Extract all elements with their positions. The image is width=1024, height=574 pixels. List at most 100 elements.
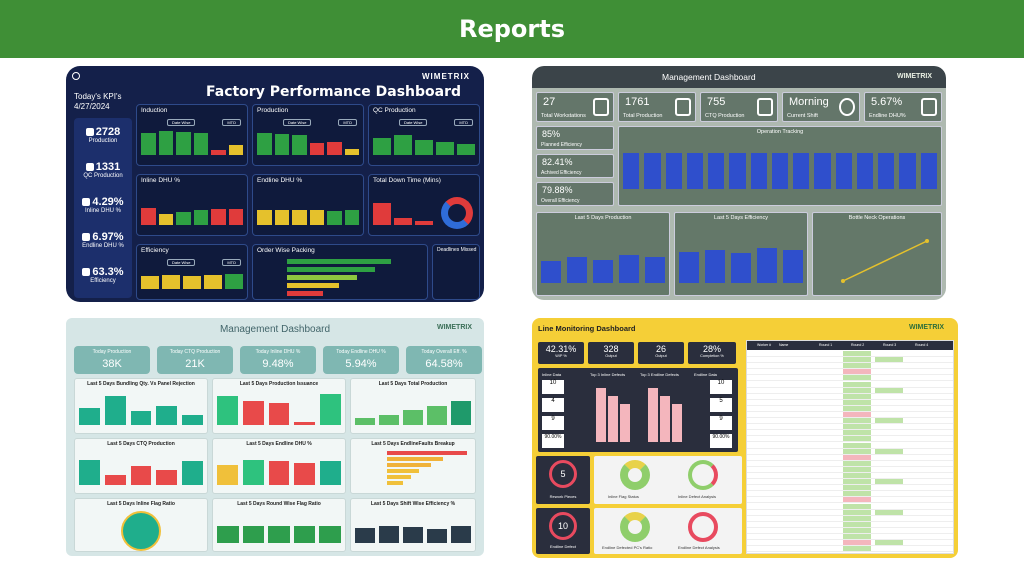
table-row <box>747 430 953 437</box>
mtd-button[interactable]: MTD <box>454 119 473 126</box>
production-card: Production Date Wise MTD <box>252 104 364 166</box>
order-wise-packing-card: Order Wise Packing <box>252 244 428 300</box>
table-row <box>747 381 953 388</box>
status-cell <box>843 503 871 509</box>
status-cell <box>843 363 871 369</box>
sewing-icon <box>82 233 91 242</box>
planned-efficiency: 85%Planned Efficiency <box>536 126 614 150</box>
status-cell <box>843 527 871 533</box>
status-cell <box>843 405 871 411</box>
status-cell <box>843 515 871 521</box>
wimetrix-logo: WIMETRIX <box>437 324 472 331</box>
table-row <box>747 521 953 528</box>
total-down-time-card: Total Down Time (Mins) <box>368 174 480 236</box>
efficiency-card: Efficiency Date Wise MTD <box>136 244 248 300</box>
kpi-today-overall-eff: Today Overall Eff. %64.58% <box>406 346 482 374</box>
kpi-today-endline-dhu: Today Endline DHU %5.94% <box>323 346 399 374</box>
table-row <box>747 405 953 412</box>
table-row <box>747 442 953 449</box>
achived-efficiency: 82.41%Achived Efficiency <box>536 154 614 178</box>
status-cell <box>875 448 903 454</box>
status-cell <box>875 509 903 515</box>
induction-card: Induction Date Wise MTD <box>136 104 248 166</box>
status-cell <box>843 351 871 356</box>
status-cell <box>843 424 871 430</box>
reports-banner: Reports <box>0 0 1024 58</box>
table-row <box>747 509 953 516</box>
downtime-donut <box>441 197 473 229</box>
gear-icon <box>85 163 94 172</box>
management-dashboard-light[interactable]: Management Dashboard WIMETRIX Today Prod… <box>66 318 484 556</box>
status-cell <box>843 485 871 491</box>
worker-rounds-table: Worker # Name Round 1 Round 2 Round 3 Ro… <box>746 340 954 554</box>
endline-defected-ratio-donut <box>620 512 650 542</box>
table-row <box>747 515 953 522</box>
line-monitoring-dashboard[interactable]: Line Monitoring Dashboard WIMETRIX 42.31… <box>532 318 958 558</box>
table-row <box>747 399 953 406</box>
status-cell <box>875 418 903 424</box>
mtd-button[interactable]: MTD <box>338 119 357 126</box>
table-row <box>747 491 953 498</box>
endline-dhu-card: Endline DHU % <box>252 174 364 236</box>
status-cell <box>875 479 903 485</box>
kpi-inline-dhu: 4.29% Inline DHU % <box>74 196 132 214</box>
date-wise-button[interactable]: Date Wise <box>167 119 196 126</box>
table-row <box>747 412 953 418</box>
status-cell <box>843 491 871 497</box>
kpi-qc-production: 1331 QC Production <box>83 161 123 179</box>
dashboard-title: Management Dashboard <box>219 324 331 335</box>
page-title: Reports <box>458 15 566 43</box>
table-row <box>747 460 953 467</box>
table-row <box>747 540 953 547</box>
back-icon[interactable] <box>72 72 80 80</box>
flag-ratio-pie <box>121 511 161 551</box>
status-cell <box>843 479 871 485</box>
inline-dhu-card: Inline DHU % <box>136 174 248 236</box>
status-cell <box>843 387 871 393</box>
table-row <box>747 466 953 473</box>
kpi-production: 2728 Production <box>74 126 132 144</box>
table-header: Worker # Name Round 1 Round 2 Round 3 Ro… <box>747 341 953 350</box>
table-row <box>747 454 953 461</box>
factory-performance-dashboard[interactable]: Factory Performance Dashboard WIMETRIX T… <box>66 66 484 302</box>
last-5-days-efficiency-chart: Last 5 Days Efficiency <box>674 212 808 296</box>
wimetrix-logo: WIMETRIX <box>422 72 470 81</box>
factory-icon <box>85 128 94 137</box>
status-cell <box>843 454 871 460</box>
status-cell <box>843 369 871 375</box>
ctq-production-chart: Last 5 Days CTQ Production <box>74 438 208 494</box>
date-wise-button[interactable]: Date Wise <box>283 119 312 126</box>
bottle-neck-operations-chart: Bottle Neck Operations <box>812 212 942 296</box>
table-row <box>747 497 953 504</box>
jacket-icon <box>757 98 773 116</box>
mtd-button[interactable]: MTD <box>222 259 241 266</box>
kpi-endline-dhu: 5.67%Endline DHU% <box>864 92 942 122</box>
status-cell <box>843 442 871 448</box>
status-cell <box>843 540 871 546</box>
table-row <box>747 534 953 540</box>
endline-faults-breakup-chart: Last 5 Days EndlineFaults Breakup <box>350 438 476 494</box>
inline-flag-status-donut <box>620 460 650 490</box>
warning-icon <box>921 98 937 116</box>
status-cell <box>843 430 871 436</box>
inline-flag-ratio-chart: Last 5 Days Inline Flag Ratio <box>74 498 208 552</box>
dashboard-header: Management Dashboard WIMETRIX <box>532 66 946 88</box>
date-wise-button[interactable]: Date Wise <box>399 119 428 126</box>
date-wise-button[interactable]: Date Wise <box>167 259 196 266</box>
deadlines-missed-card: Deadlines Missed <box>432 244 480 300</box>
table-row <box>747 351 953 357</box>
overall-efficiency: 79.88%Overall Efficiency <box>536 182 614 206</box>
status-cell <box>843 381 871 387</box>
bundling-vs-rejection-chart: Last 5 Days Bundling Qty. Vs Panel Rejec… <box>74 378 208 434</box>
total-production-chart: Last 5 Days Total Production <box>350 378 476 434</box>
round-wise-flag-ratio-chart: Last 5 Days Round Wise Flag Ratio <box>212 498 346 552</box>
bottleneck-line <box>841 239 929 283</box>
tshirt-icon <box>675 98 691 116</box>
table-row <box>747 546 953 553</box>
mtd-button[interactable]: MTD <box>222 119 241 126</box>
